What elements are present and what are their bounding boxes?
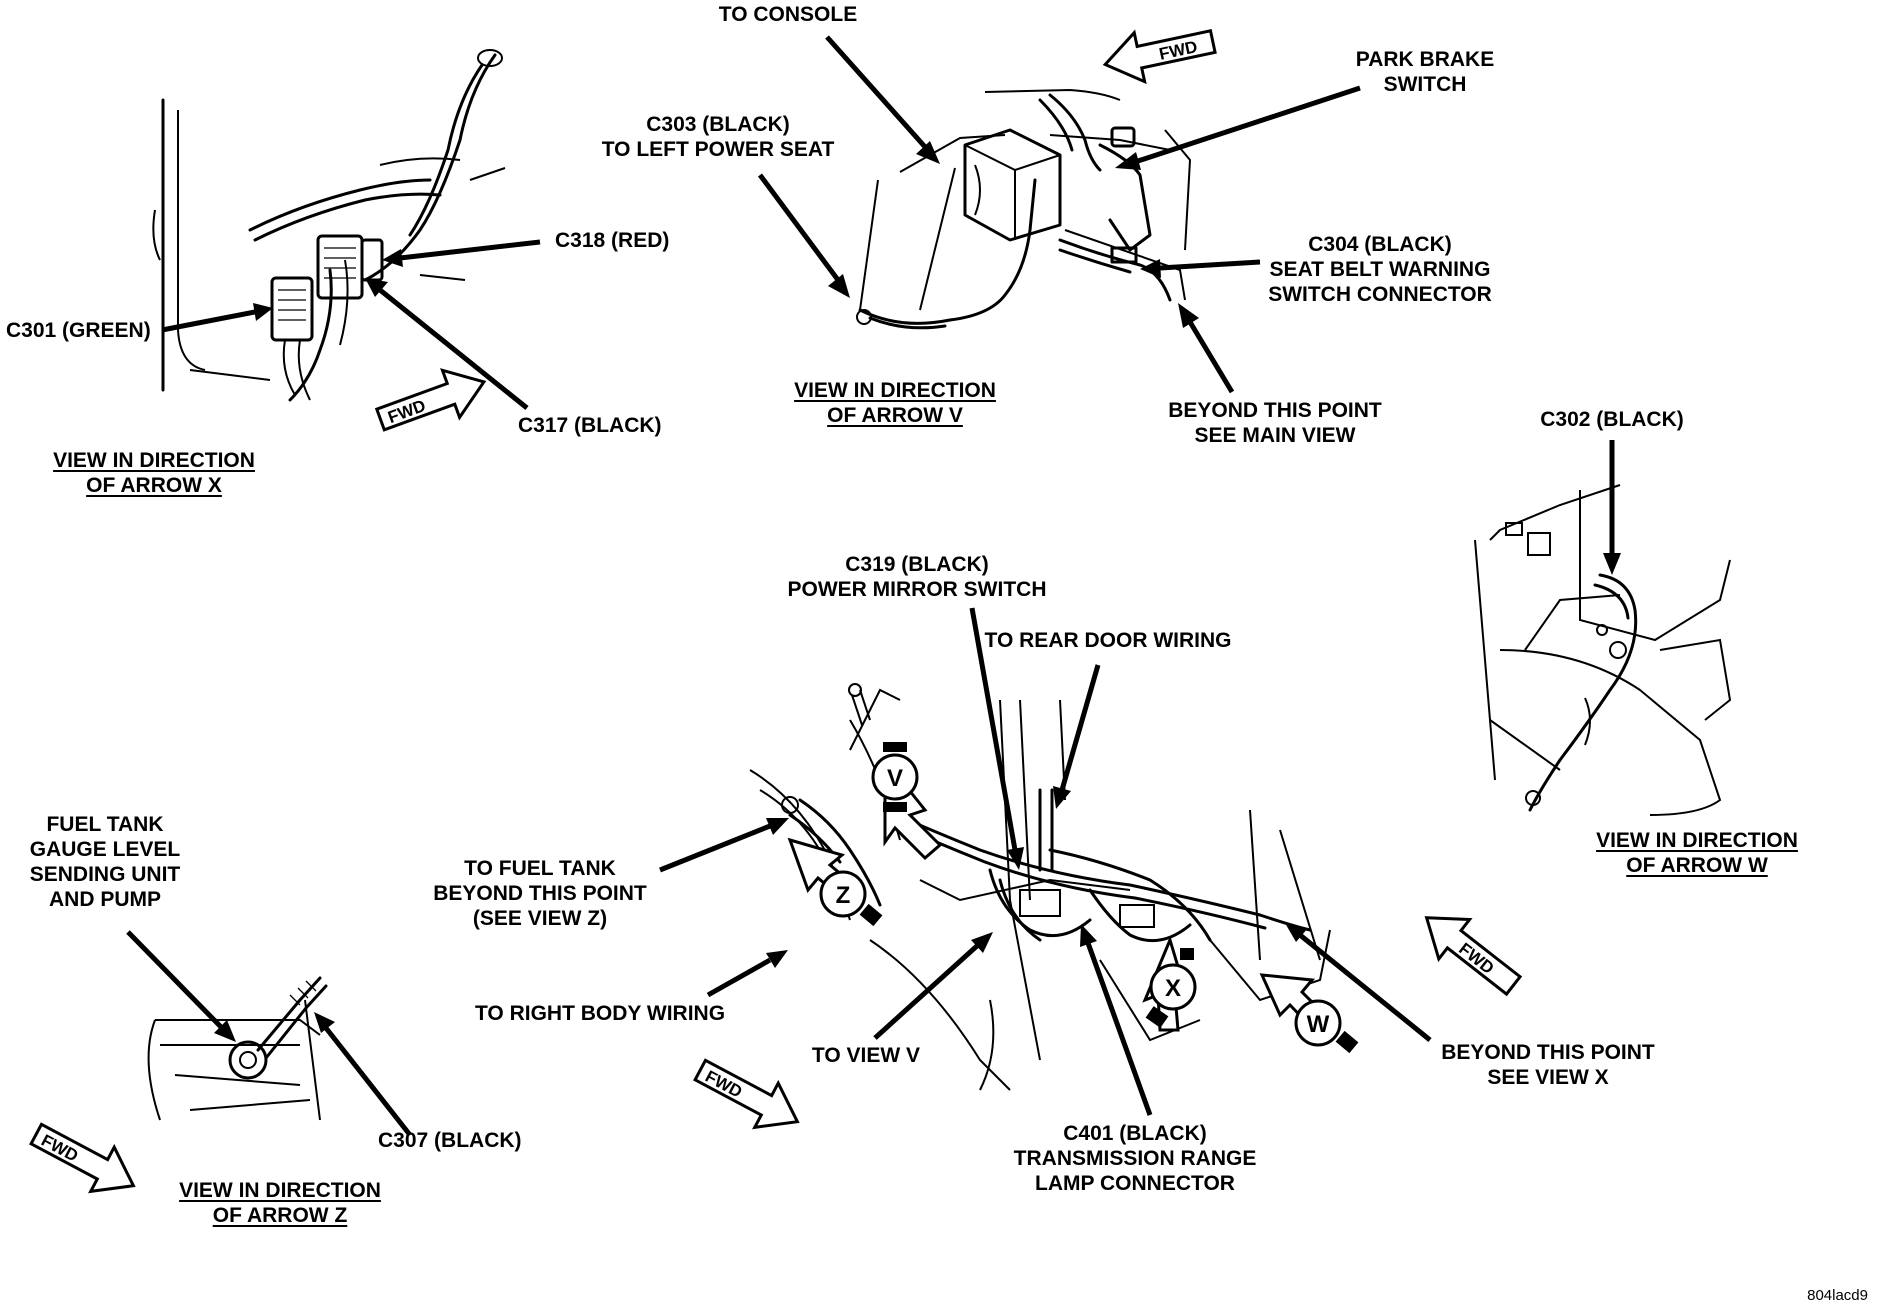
fwd-arrow-view-z: FWD (29, 1122, 136, 1194)
image-code: 804lacd9 (1807, 1287, 1868, 1304)
fwd-arrow-top: FWD (1102, 29, 1217, 85)
badge-x-letter: X (1165, 975, 1181, 1002)
view-w-illustration (1474, 484, 1732, 816)
fwd-arrow-main: FWD (693, 1058, 800, 1130)
label-to-right-body-wiring: TO RIGHT BODY WIRING (474, 1002, 726, 1025)
view-x-illustration (152, 49, 506, 402)
label-c319: C319 (BLACK)POWER MIRROR SWITCH (787, 553, 1047, 601)
view-badge-z[interactable]: Z (819, 870, 883, 927)
view-badge-w[interactable]: W (1294, 999, 1359, 1054)
label-c318: C318 (RED) (555, 229, 670, 252)
badge-z-letter: Z (836, 882, 851, 909)
badge-v-letter: V (887, 765, 903, 792)
view-z-illustration (147, 976, 328, 1121)
fwd-arrow-view-w: FWD (1424, 916, 1523, 997)
label-to-view-v: TO VIEW V (811, 1044, 921, 1067)
view-v-illustration (856, 88, 1192, 330)
label-c307: C307 (BLACK) (378, 1129, 522, 1152)
label-c302: C302 (BLACK) (1540, 408, 1684, 431)
label-c303: C303 (BLACK)TO LEFT POWER SEAT (601, 113, 835, 161)
label-to-rear-door-wiring: TO REAR DOOR WIRING (984, 629, 1232, 652)
view-badge-x[interactable]: X (1145, 948, 1197, 1028)
leader-arrows (126, 35, 1621, 1137)
label-c317: C317 (BLACK) (518, 414, 662, 437)
view-badge-v[interactable]: V (871, 742, 919, 812)
label-to-console: TO CONSOLE (718, 3, 858, 26)
label-c301: C301 (GREEN) (6, 319, 151, 342)
fwd-arrow-view-x: FWD (374, 368, 487, 432)
badge-w-letter: W (1307, 1011, 1330, 1038)
